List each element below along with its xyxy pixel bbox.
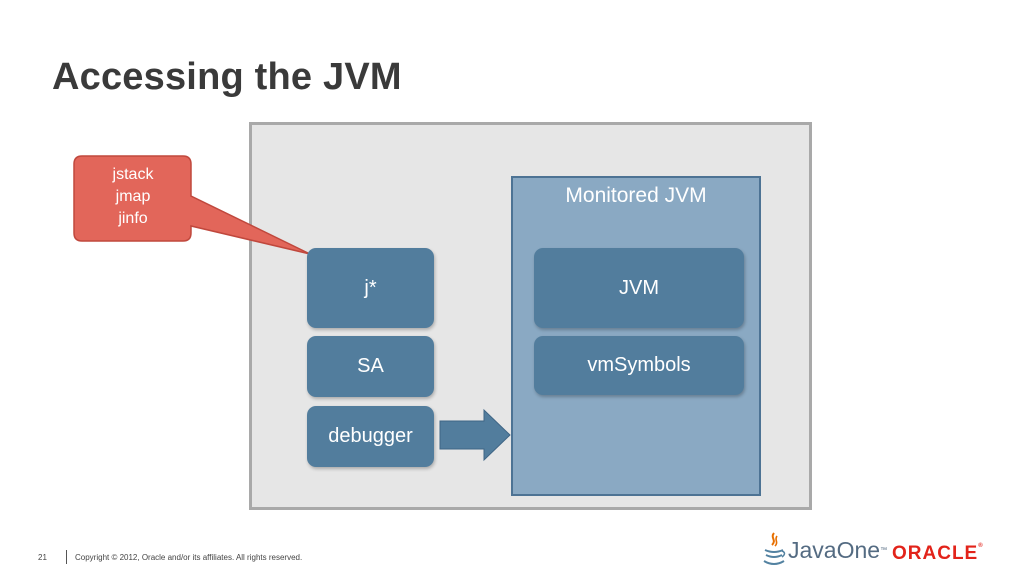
- footer-divider: [66, 550, 67, 564]
- jvm-block: JVM: [534, 248, 744, 328]
- jstar-block: j*: [307, 248, 434, 328]
- page-number: 21: [38, 553, 47, 562]
- javaone-logo: JavaOne ™: [762, 530, 887, 570]
- callout-text: jstack jmap jinfo: [76, 164, 190, 230]
- callout-line-jstack: jstack: [112, 166, 154, 183]
- slide-title: Accessing the JVM: [52, 56, 402, 98]
- oracle-logo: ORACLE®: [892, 543, 983, 565]
- jstar-label: j*: [364, 276, 377, 299]
- vmsymbols-label: vmSymbols: [587, 354, 691, 376]
- oracle-trademark: ®: [978, 543, 983, 549]
- sa-label: SA: [357, 355, 384, 377]
- debugger-label: debugger: [328, 425, 413, 447]
- sa-block: SA: [307, 336, 434, 397]
- javaone-wordmark: JavaOne: [788, 536, 881, 563]
- callout-line-jmap: jmap: [115, 188, 151, 205]
- vmsymbols-block: vmSymbols: [534, 336, 744, 395]
- callout-shape: [73, 155, 311, 255]
- debugger-block: debugger: [307, 406, 434, 467]
- jvm-label: JVM: [619, 276, 659, 299]
- monitored-jvm-title: Monitored JVM: [565, 184, 707, 207]
- copyright-text: Copyright © 2012, Oracle and/or its affi…: [75, 553, 303, 562]
- javaone-trademark: ™: [880, 546, 888, 554]
- right-arrow-icon: [439, 408, 511, 462]
- oracle-wordmark: ORACLE: [892, 543, 979, 564]
- callout-line-jinfo: jinfo: [118, 210, 148, 227]
- java-cup-icon: [763, 532, 786, 565]
